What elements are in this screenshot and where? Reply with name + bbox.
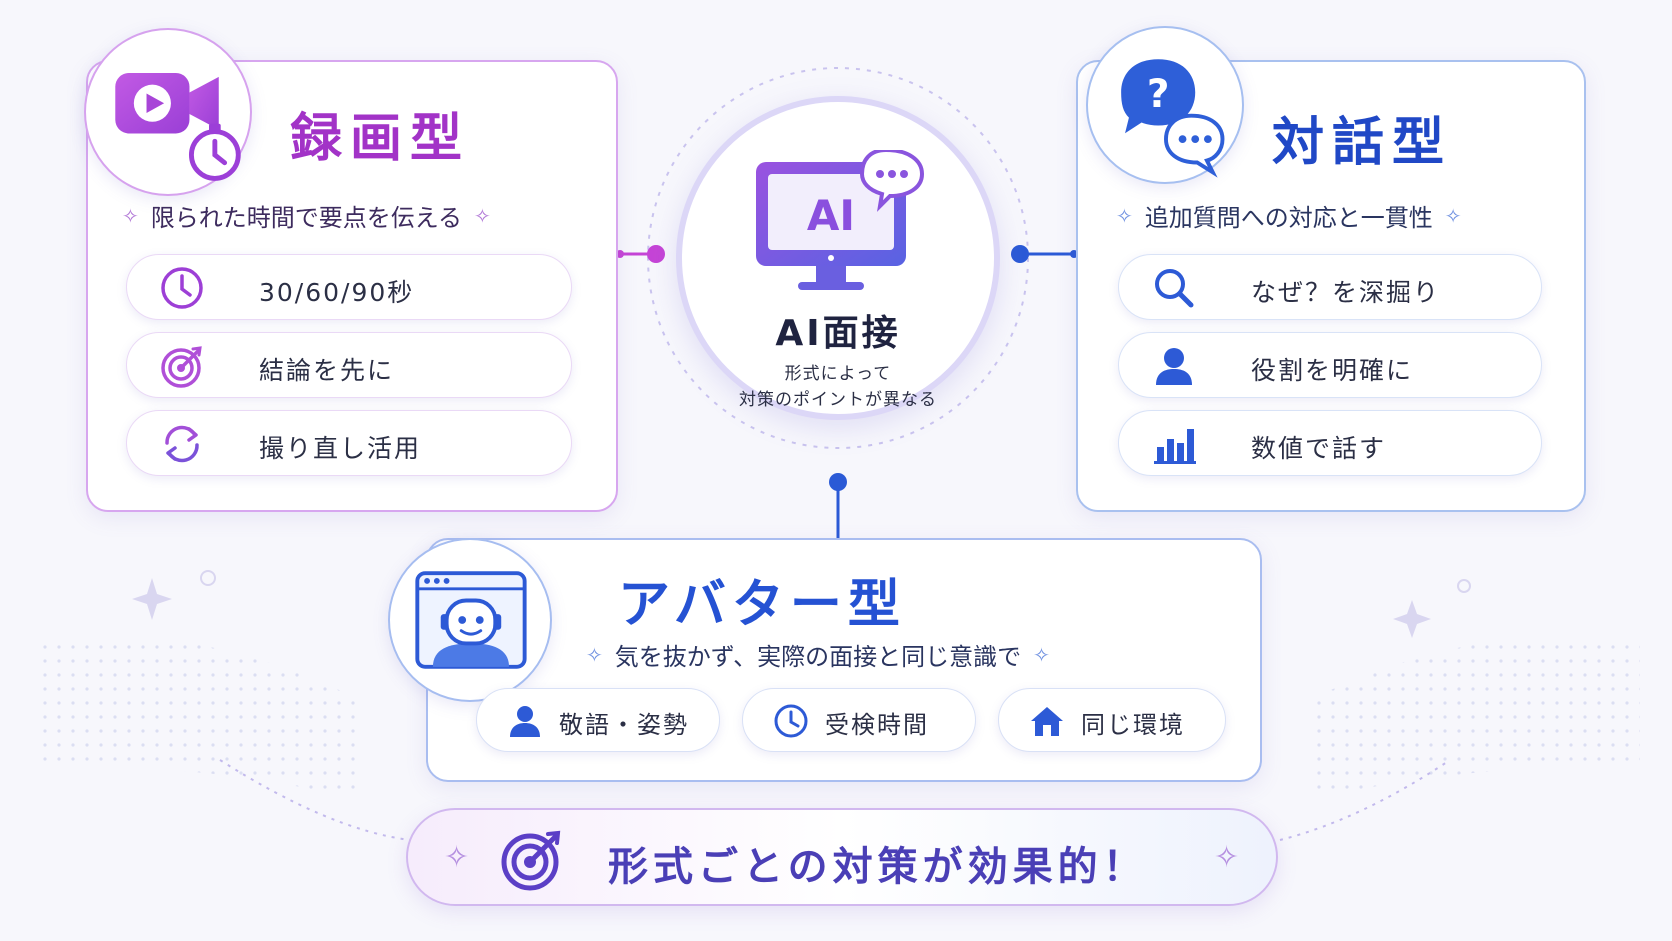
home-icon xyxy=(1031,707,1063,736)
center-title: AI面接 xyxy=(775,313,901,354)
person-icon xyxy=(510,706,540,737)
dialogue-badge: ? xyxy=(1086,26,1244,184)
dialogue-title: 対話型 xyxy=(1272,113,1453,173)
avatar-subtitle-text: 気を抜かず、実際の面接と同じ意識で xyxy=(614,643,1022,671)
refresh-icon xyxy=(165,425,199,463)
center-subtitle-line2: 対策のポイントが異なる xyxy=(739,390,937,410)
bar-chart-icon xyxy=(1154,429,1196,464)
avatar-item-label: 敬語・姿勢 xyxy=(559,711,689,739)
recording-item-label: 結論を先に xyxy=(259,356,395,385)
sparkle-icon: ✧ xyxy=(474,203,491,228)
summary-banner-text: 形式ごとの対策が効果的！ xyxy=(608,844,1148,890)
sparkle-icon: ✧ xyxy=(1033,642,1050,667)
recording-item-time-limit: 30/60/90秒 xyxy=(126,254,572,320)
recording-item-label: 30/60/90秒 xyxy=(259,278,415,307)
person-icon xyxy=(1156,348,1192,385)
clock-icon xyxy=(161,267,203,309)
recording-item-label: 撮り直し活用 xyxy=(259,434,422,463)
avatar-badge xyxy=(388,538,552,702)
avatar-item-label: 同じ環境 xyxy=(1081,711,1185,739)
recording-item-conclusion-first: 結論を先に xyxy=(126,332,572,398)
sparkle-icon: ✧ xyxy=(586,642,603,667)
recording-badge xyxy=(84,28,252,196)
dialogue-item-use-numbers: 数値で話す xyxy=(1118,410,1542,476)
avatar-window-icon xyxy=(415,571,527,669)
target-icon xyxy=(161,346,202,388)
dialogue-item-label: 役割を明確に xyxy=(1251,356,1414,385)
recording-subtitle: ✧ 限られた時間で要点を伝える ✧ xyxy=(122,198,491,233)
monitor-icon: AI xyxy=(756,150,925,290)
recording-item-retake: 撮り直し活用 xyxy=(126,410,572,476)
dialogue-subtitle: ✧ 追加質問への対応と一貫性 ✧ xyxy=(1116,198,1462,233)
monitor-screen-text: AI xyxy=(807,191,855,240)
sparkle-icon: ✧ xyxy=(1444,203,1462,228)
sparkle-icon: ✧ xyxy=(444,840,470,875)
recording-title: 録画型 xyxy=(290,109,471,169)
target-icon xyxy=(501,830,561,891)
clock-icon xyxy=(774,704,808,738)
recording-subtitle-text: 限られた時間で要点を伝える xyxy=(150,204,463,232)
avatar-title: アバター型 xyxy=(618,575,906,635)
sparkle-icon: ✧ xyxy=(1214,840,1240,875)
avatar-subtitle: ✧ 気を抜かず、実際の面接と同じ意識で ✧ xyxy=(586,637,1050,672)
avatar-item-manners: 敬語・姿勢 xyxy=(476,688,720,752)
dialogue-item-clarify-role: 役割を明確に xyxy=(1118,332,1542,398)
sparkle-icon: ✧ xyxy=(122,203,139,228)
center-subtitle-line1: 形式によって xyxy=(784,364,892,384)
search-icon xyxy=(1155,269,1194,308)
dialogue-item-label: なぜ？を深掘り xyxy=(1251,278,1441,307)
dialogue-item-label: 数値で話す xyxy=(1251,434,1387,463)
dialogue-subtitle-text: 追加質問への対応と一貫性 xyxy=(1144,204,1433,232)
video-timer-icon xyxy=(115,72,241,181)
avatar-item-label: 受検時間 xyxy=(825,711,929,739)
summary-banner: ✧ 形式ごとの対策が効果的！ ✧ xyxy=(406,808,1278,906)
sparkle-icon: ✧ xyxy=(1116,203,1133,228)
avatar-item-same-environment: 同じ環境 xyxy=(998,688,1226,752)
svg-text:?: ? xyxy=(1147,72,1170,117)
dialogue-item-dig-deeper: なぜ？を深掘り xyxy=(1118,254,1542,320)
question-chat-icon: ? xyxy=(1121,59,1225,178)
avatar-item-exam-time: 受検時間 xyxy=(742,688,976,752)
